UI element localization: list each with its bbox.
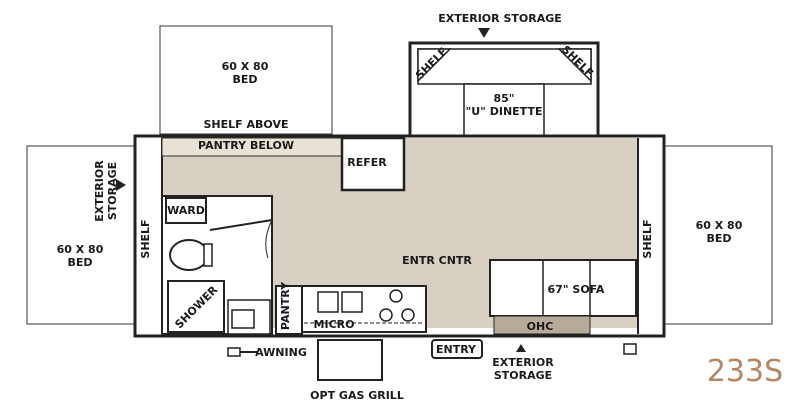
refer-box <box>340 136 406 192</box>
label-line: STORAGE <box>494 369 552 382</box>
ohc-label: OHC <box>527 320 554 333</box>
burner-2 <box>379 308 393 322</box>
exterior-storage-left-label: EXTERIORSTORAGE <box>93 160 119 222</box>
label-line: 60 X 80 <box>696 219 743 232</box>
awning-label: AWNING <box>255 346 307 359</box>
refer-label: REFER <box>347 156 387 169</box>
toilet-tank <box>203 243 213 267</box>
shelf-above-label: SHELF ABOVE <box>204 118 289 131</box>
bath-door <box>209 219 273 231</box>
pantry-label: PANTRY <box>279 281 292 330</box>
label-line: BED <box>232 73 257 86</box>
shower-box <box>167 280 225 333</box>
label-line: EXTERIOR STORAGE <box>438 12 562 25</box>
awning-foot-left <box>227 347 241 357</box>
label-line: PANTRY <box>279 281 292 330</box>
ward-box <box>165 197 207 224</box>
entr-cntr-label: ENTR CNTR <box>402 254 472 267</box>
model-number: 233S <box>707 354 783 389</box>
burner-3 <box>401 308 415 322</box>
label-line: BED <box>67 256 92 269</box>
label-line: 60 X 80 <box>57 243 104 256</box>
exterior-storage-top-arrow <box>478 28 490 38</box>
burner-1 <box>389 289 403 303</box>
label-line: 85" <box>493 92 514 105</box>
ohc-box <box>493 315 591 335</box>
label-line: SHELF <box>641 219 654 258</box>
opt-gas-grill-label: OPT GAS GRILL <box>310 389 404 402</box>
ward-label: WARD <box>167 204 205 217</box>
toilet <box>169 239 209 271</box>
gas-grill <box>317 339 383 381</box>
label-line: SHELF ABOVE <box>204 118 289 131</box>
label-line: PANTRY BELOW <box>198 139 294 152</box>
bath-sink <box>231 309 255 329</box>
sofa <box>489 259 637 317</box>
label-line: ENTR CNTR <box>402 254 472 267</box>
sofa-label: 67" SOFA <box>548 283 605 296</box>
door-swing <box>265 219 273 259</box>
label-line: 67" SOFA <box>548 283 605 296</box>
bed-left <box>26 145 136 325</box>
exterior-storage-bottom-arrow <box>516 344 526 352</box>
bed-top <box>159 25 333 135</box>
bed-right <box>663 145 773 325</box>
entry-step <box>431 339 483 359</box>
label-line: OHC <box>527 320 554 333</box>
label-line: "U" DINETTE <box>466 105 543 118</box>
jack-right <box>623 343 637 355</box>
micro-label: MICRO <box>314 318 355 331</box>
dinette-label: 85""U" DINETTE <box>466 92 543 118</box>
shelf-left-label: SHELF <box>139 219 152 258</box>
label-line: 60 X 80 <box>222 60 269 73</box>
sink-right <box>341 291 363 313</box>
exterior-storage-left-arrow <box>116 179 126 191</box>
dinette-shelf-right <box>557 48 592 83</box>
shelf-right-label: SHELF <box>641 219 654 258</box>
pantry-below-label: PANTRY BELOW <box>198 139 294 152</box>
label-line: MICRO <box>314 318 355 331</box>
dinette-shelf-left <box>417 48 452 83</box>
sink-left <box>317 291 339 313</box>
label-line: REFER <box>347 156 387 169</box>
label-line: ENTRY <box>436 343 477 356</box>
dinette-table <box>463 83 545 137</box>
label-line: EXTERIOR <box>93 160 106 222</box>
label-line: SHELF <box>139 219 152 258</box>
exterior-storage-top-label: EXTERIOR STORAGE <box>438 12 562 25</box>
entry-label: ENTRY <box>436 343 477 356</box>
label-line: WARD <box>167 204 205 217</box>
label-line: AWNING <box>255 346 307 359</box>
label-line: EXTERIOR <box>492 356 554 369</box>
label-line: 233S <box>707 354 783 389</box>
label-line: STORAGE <box>106 162 119 220</box>
label-line: BED <box>706 232 731 245</box>
label-line: OPT GAS GRILL <box>310 389 404 402</box>
